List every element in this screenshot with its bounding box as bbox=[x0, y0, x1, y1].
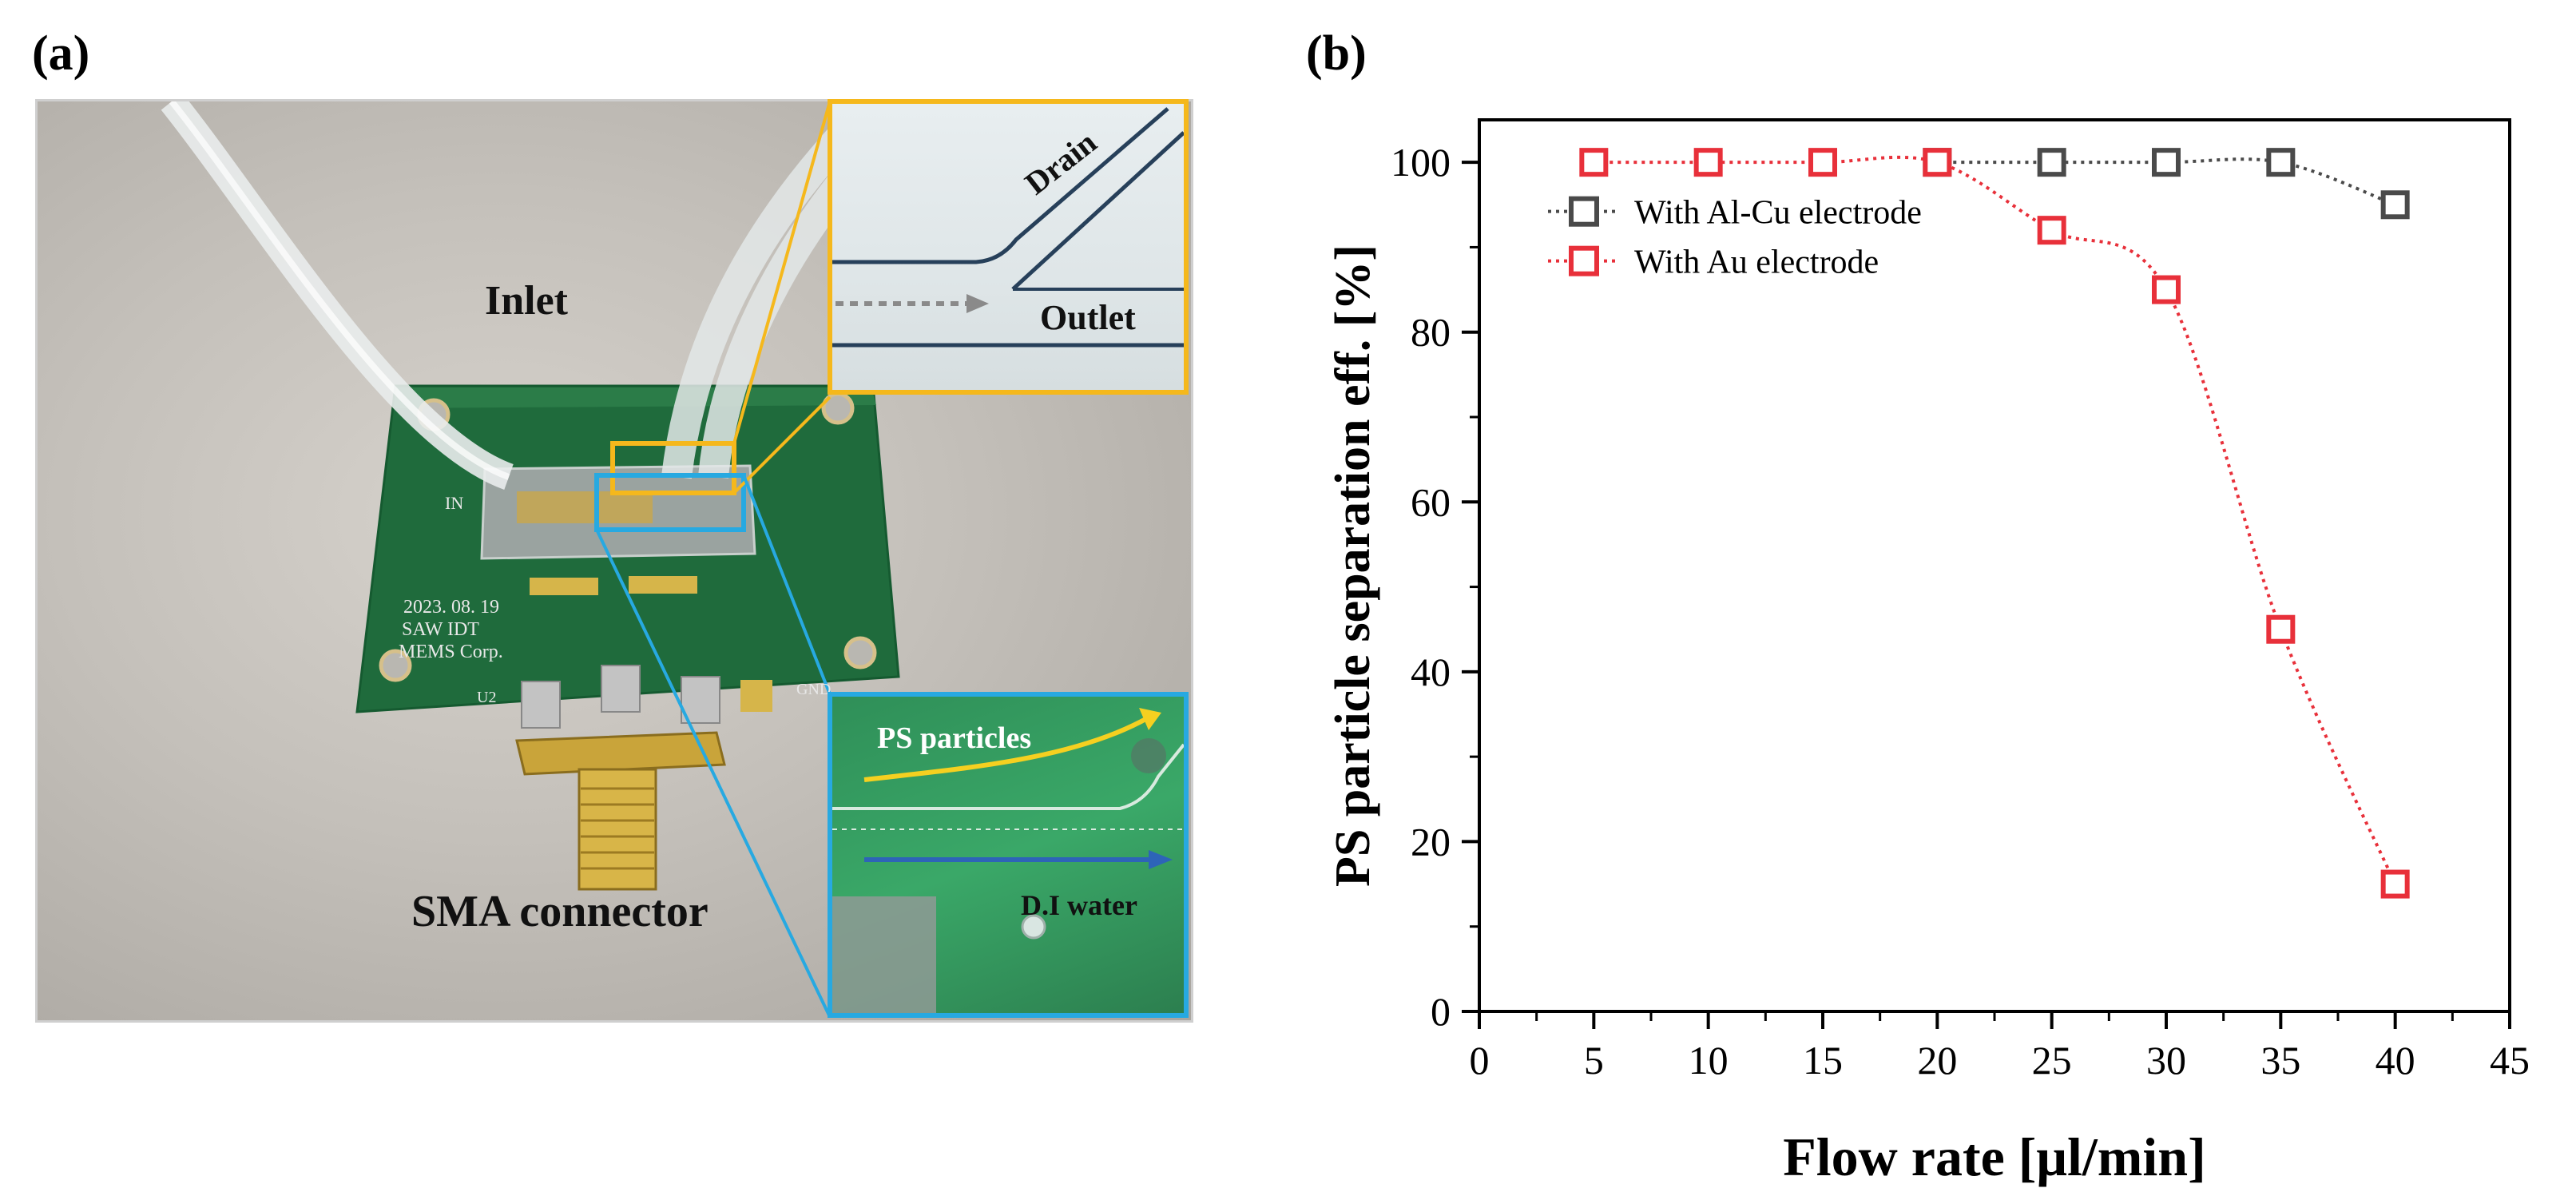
data-point-marker bbox=[2380, 190, 2410, 220]
idt-finger-region bbox=[832, 896, 936, 1013]
legend-marker bbox=[1569, 196, 1599, 227]
idt-electrode bbox=[517, 491, 653, 523]
gold-pad bbox=[629, 576, 697, 594]
zoom-line-top bbox=[732, 395, 832, 495]
x-tick-label: 0 bbox=[1470, 1038, 1490, 1083]
data-point-marker bbox=[1693, 148, 1723, 177]
particle-dot bbox=[1021, 914, 1046, 940]
legend-label: With Au electrode bbox=[1634, 244, 1879, 281]
pcb-date-text: 2023. 08. 19 bbox=[403, 597, 499, 618]
pcb-name-text: SAW IDT bbox=[402, 619, 479, 640]
data-point-marker bbox=[2037, 148, 2066, 177]
data-point-marker bbox=[1923, 148, 1952, 177]
x-tick-label: 25 bbox=[2032, 1038, 2072, 1083]
x-tick-label: 35 bbox=[2260, 1038, 2300, 1083]
x-tick-label: 10 bbox=[1689, 1038, 1729, 1083]
x-tick-label: 5 bbox=[1584, 1038, 1604, 1083]
sma-connector-label: SMA connector bbox=[411, 887, 708, 936]
series-layer bbox=[1579, 148, 2410, 899]
y-tick-label: 20 bbox=[1411, 819, 1451, 864]
solder-joint bbox=[681, 676, 720, 724]
channel-wall bbox=[832, 107, 1169, 264]
x-tick-label: 20 bbox=[1917, 1038, 1957, 1083]
y-tick-label: 0 bbox=[1431, 989, 1451, 1034]
ps-particles-label: PS particles bbox=[877, 721, 1032, 755]
panel-a-label: (a) bbox=[32, 26, 90, 81]
channel-zoom-inset: Drain Outlet bbox=[828, 99, 1189, 395]
data-point-marker bbox=[2266, 614, 2296, 644]
ps-particle-arrow bbox=[863, 715, 1150, 782]
data-point-marker bbox=[2266, 148, 2296, 177]
separation-efficiency-chart: 0 5 10 15 20 25 30 35 40 45 0 20 40 60 80 100 With Al-C… bbox=[1326, 118, 2530, 1187]
legend-marker bbox=[1569, 245, 1599, 276]
inlet-tube-highlight bbox=[169, 101, 510, 480]
legend-label: With Al-Cu electrode bbox=[1634, 195, 1922, 232]
outlet-label: Outlet bbox=[1040, 298, 1136, 337]
zoom-line-bottom bbox=[595, 529, 832, 1018]
mounting-hole bbox=[843, 636, 877, 670]
pcb-edge-highlight bbox=[393, 387, 876, 408]
pcb-u2-text: U2 bbox=[477, 689, 496, 706]
sma-thread bbox=[581, 787, 654, 870]
inlet-label: Inlet bbox=[485, 278, 568, 324]
separation-zoom-inset: PS particles D.I water bbox=[828, 692, 1189, 1018]
y-tick-label: 80 bbox=[1411, 310, 1451, 355]
channel-drawing bbox=[832, 107, 1184, 348]
di-water-label: D.I water bbox=[1021, 889, 1137, 921]
x-tick-label: 40 bbox=[2376, 1038, 2415, 1083]
data-point-marker bbox=[2380, 869, 2410, 899]
gold-pad bbox=[530, 578, 598, 595]
mounting-hole bbox=[379, 649, 412, 682]
y-tick-label: 60 bbox=[1411, 479, 1451, 524]
pcb-gnd-text: GND bbox=[796, 681, 831, 698]
x-axis-title: Flow rate [μl/min] bbox=[1783, 1126, 2206, 1187]
solder-joint bbox=[601, 665, 641, 713]
gnd-pad bbox=[740, 680, 772, 712]
channel-wall bbox=[832, 743, 1184, 810]
y-tick-label: 40 bbox=[1411, 650, 1451, 694]
axes-layer: 0 5 10 15 20 25 30 35 40 45 0 20 40 60 80 100 bbox=[1391, 140, 2530, 1083]
pcb-company-text: MEMS Corp. bbox=[399, 642, 503, 662]
data-point-marker bbox=[2152, 148, 2181, 177]
device-photo-illustration: IN 2023. 08. 19 SAW IDT MEMS Corp. U2 GN… bbox=[161, 101, 900, 1018]
particle-dot bbox=[1131, 738, 1166, 773]
flow-arrow-head bbox=[966, 294, 989, 313]
pcb-in-text: IN bbox=[445, 493, 463, 513]
y-tick-label: 100 bbox=[1391, 140, 1451, 185]
data-point-marker bbox=[1808, 148, 1837, 177]
sma-flange bbox=[515, 731, 726, 776]
data-point-marker bbox=[2037, 216, 2066, 245]
di-water-arrow-head bbox=[1149, 850, 1173, 869]
data-point-marker bbox=[2152, 275, 2181, 304]
solder-joint bbox=[521, 681, 561, 729]
zoom-box-bottom bbox=[594, 473, 746, 532]
y-axis-title: PS particle separation eff. [%] bbox=[1326, 244, 1380, 887]
x-tick-label: 15 bbox=[1803, 1038, 1843, 1083]
panel-b-label: (b) bbox=[1306, 26, 1367, 81]
data-point-marker bbox=[1579, 148, 1609, 177]
channel-wall bbox=[1011, 131, 1184, 291]
zoom-box-top bbox=[610, 441, 736, 495]
zoom-line-top bbox=[732, 101, 832, 444]
separation-drawing bbox=[832, 708, 1184, 1013]
x-tick-label: 45 bbox=[2490, 1038, 2530, 1083]
x-tick-label: 30 bbox=[2146, 1038, 2186, 1083]
ps-particle-arrow-head bbox=[1139, 708, 1161, 730]
zoom-line-bottom bbox=[742, 475, 832, 695]
